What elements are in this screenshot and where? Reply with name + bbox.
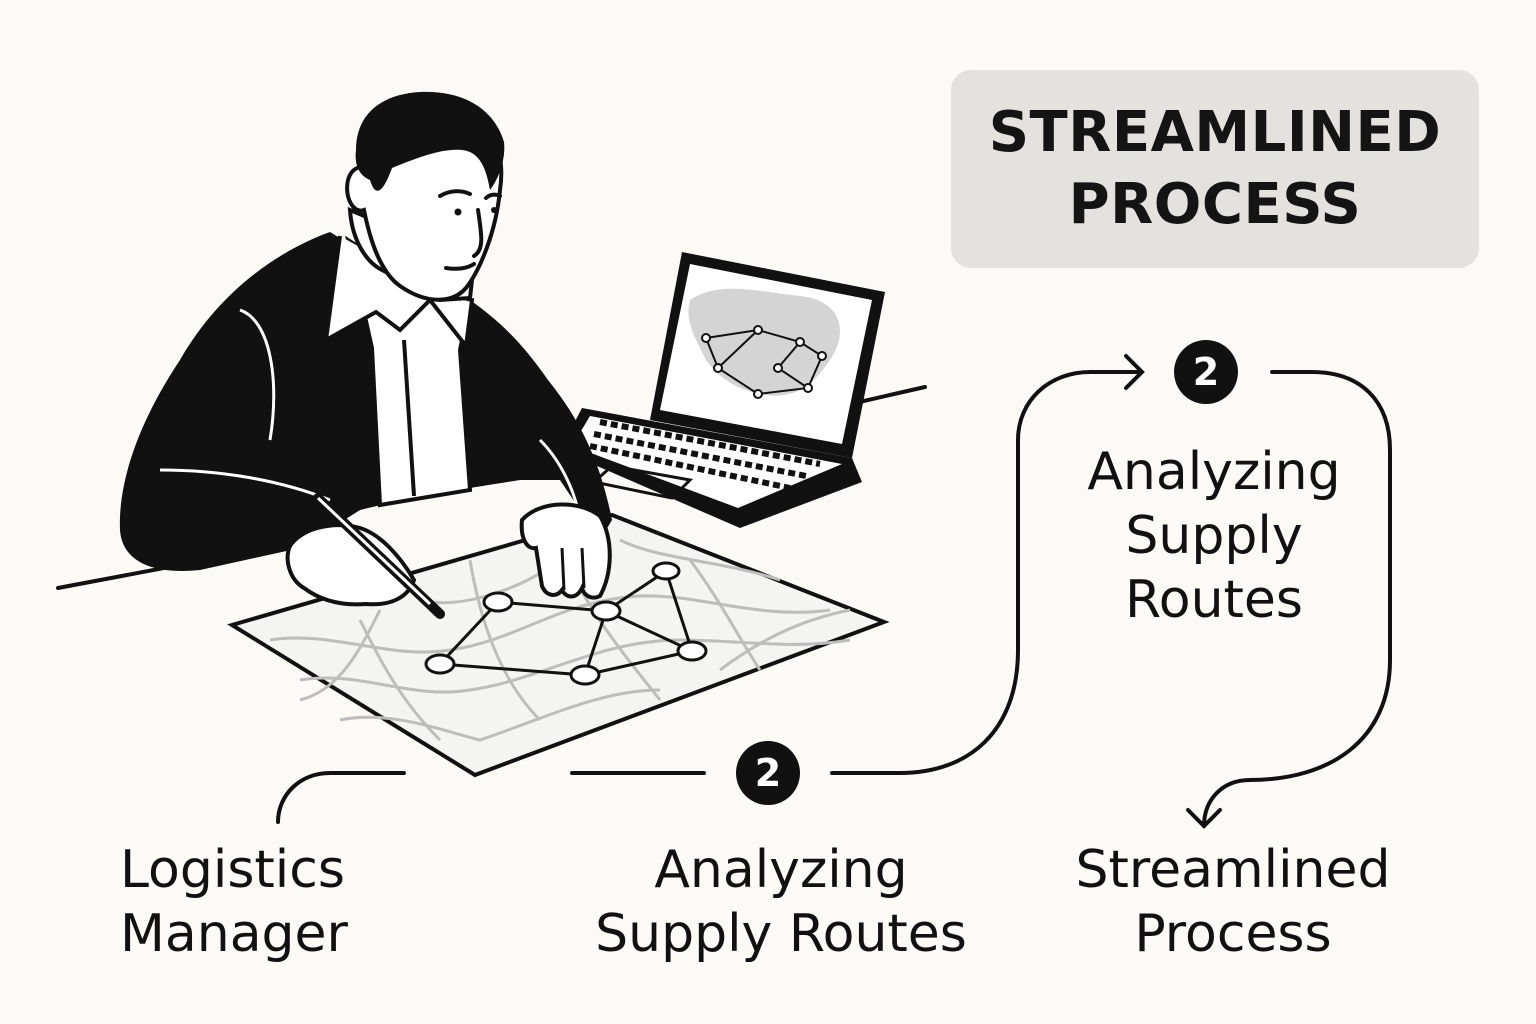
step-label-streamlined-process: Streamlined Process bbox=[1075, 840, 1391, 964]
step-label-logistics-manager: Logistics Manager bbox=[120, 840, 348, 964]
step-number: 2 bbox=[754, 751, 782, 795]
step-label-analyzing-supply-routes: Analyzing Supply Routes bbox=[595, 840, 967, 964]
title-text: STREAMLINED PROCESS bbox=[988, 100, 1442, 237]
logistics-manager-illustration bbox=[119, 91, 612, 619]
flow-connector bbox=[276, 354, 1392, 829]
step-badge: 2 bbox=[1174, 340, 1238, 404]
laptop-icon bbox=[560, 252, 885, 528]
step-number: 2 bbox=[1192, 350, 1220, 394]
step-badge: 2 bbox=[736, 741, 800, 805]
step-label-analyzing-supply-routes-upper: Analyzing Supply Routes bbox=[1087, 442, 1341, 630]
title-panel: STREAMLINED PROCESS bbox=[951, 70, 1479, 268]
